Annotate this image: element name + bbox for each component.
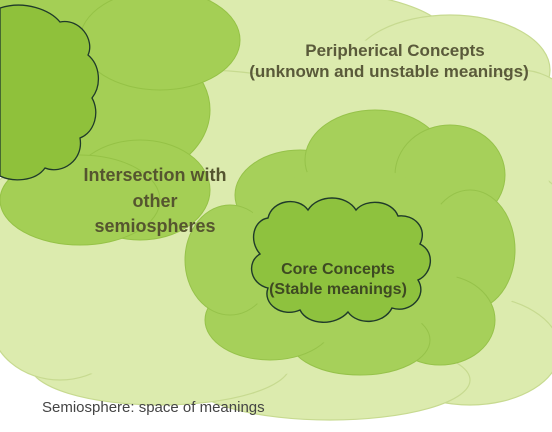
intersection-line-3: semiospheres [94,216,216,237]
intersection-line-1: Intersection with [83,165,227,185]
core-concepts-label: Core Concepts (Stable meanings) [248,260,428,300]
peripheral-concepts-label: Peripherical Concepts (unknown and unsta… [228,40,550,83]
core-subtitle: (Stable meanings) [269,281,407,298]
intersection-label: Intersection with other semiospheres [40,163,270,240]
other-semiosphere-outline [0,4,99,181]
core-title: Core Concepts [281,261,395,278]
diagram-caption: Semiosphere: space of meanings [42,399,265,416]
peripheral-title: Peripherical Concepts [305,41,485,60]
intersection-line-2: other [132,190,178,211]
peripheral-subtitle: (unknown and unstable meanings) [249,62,529,82]
core-cloud [250,197,431,323]
